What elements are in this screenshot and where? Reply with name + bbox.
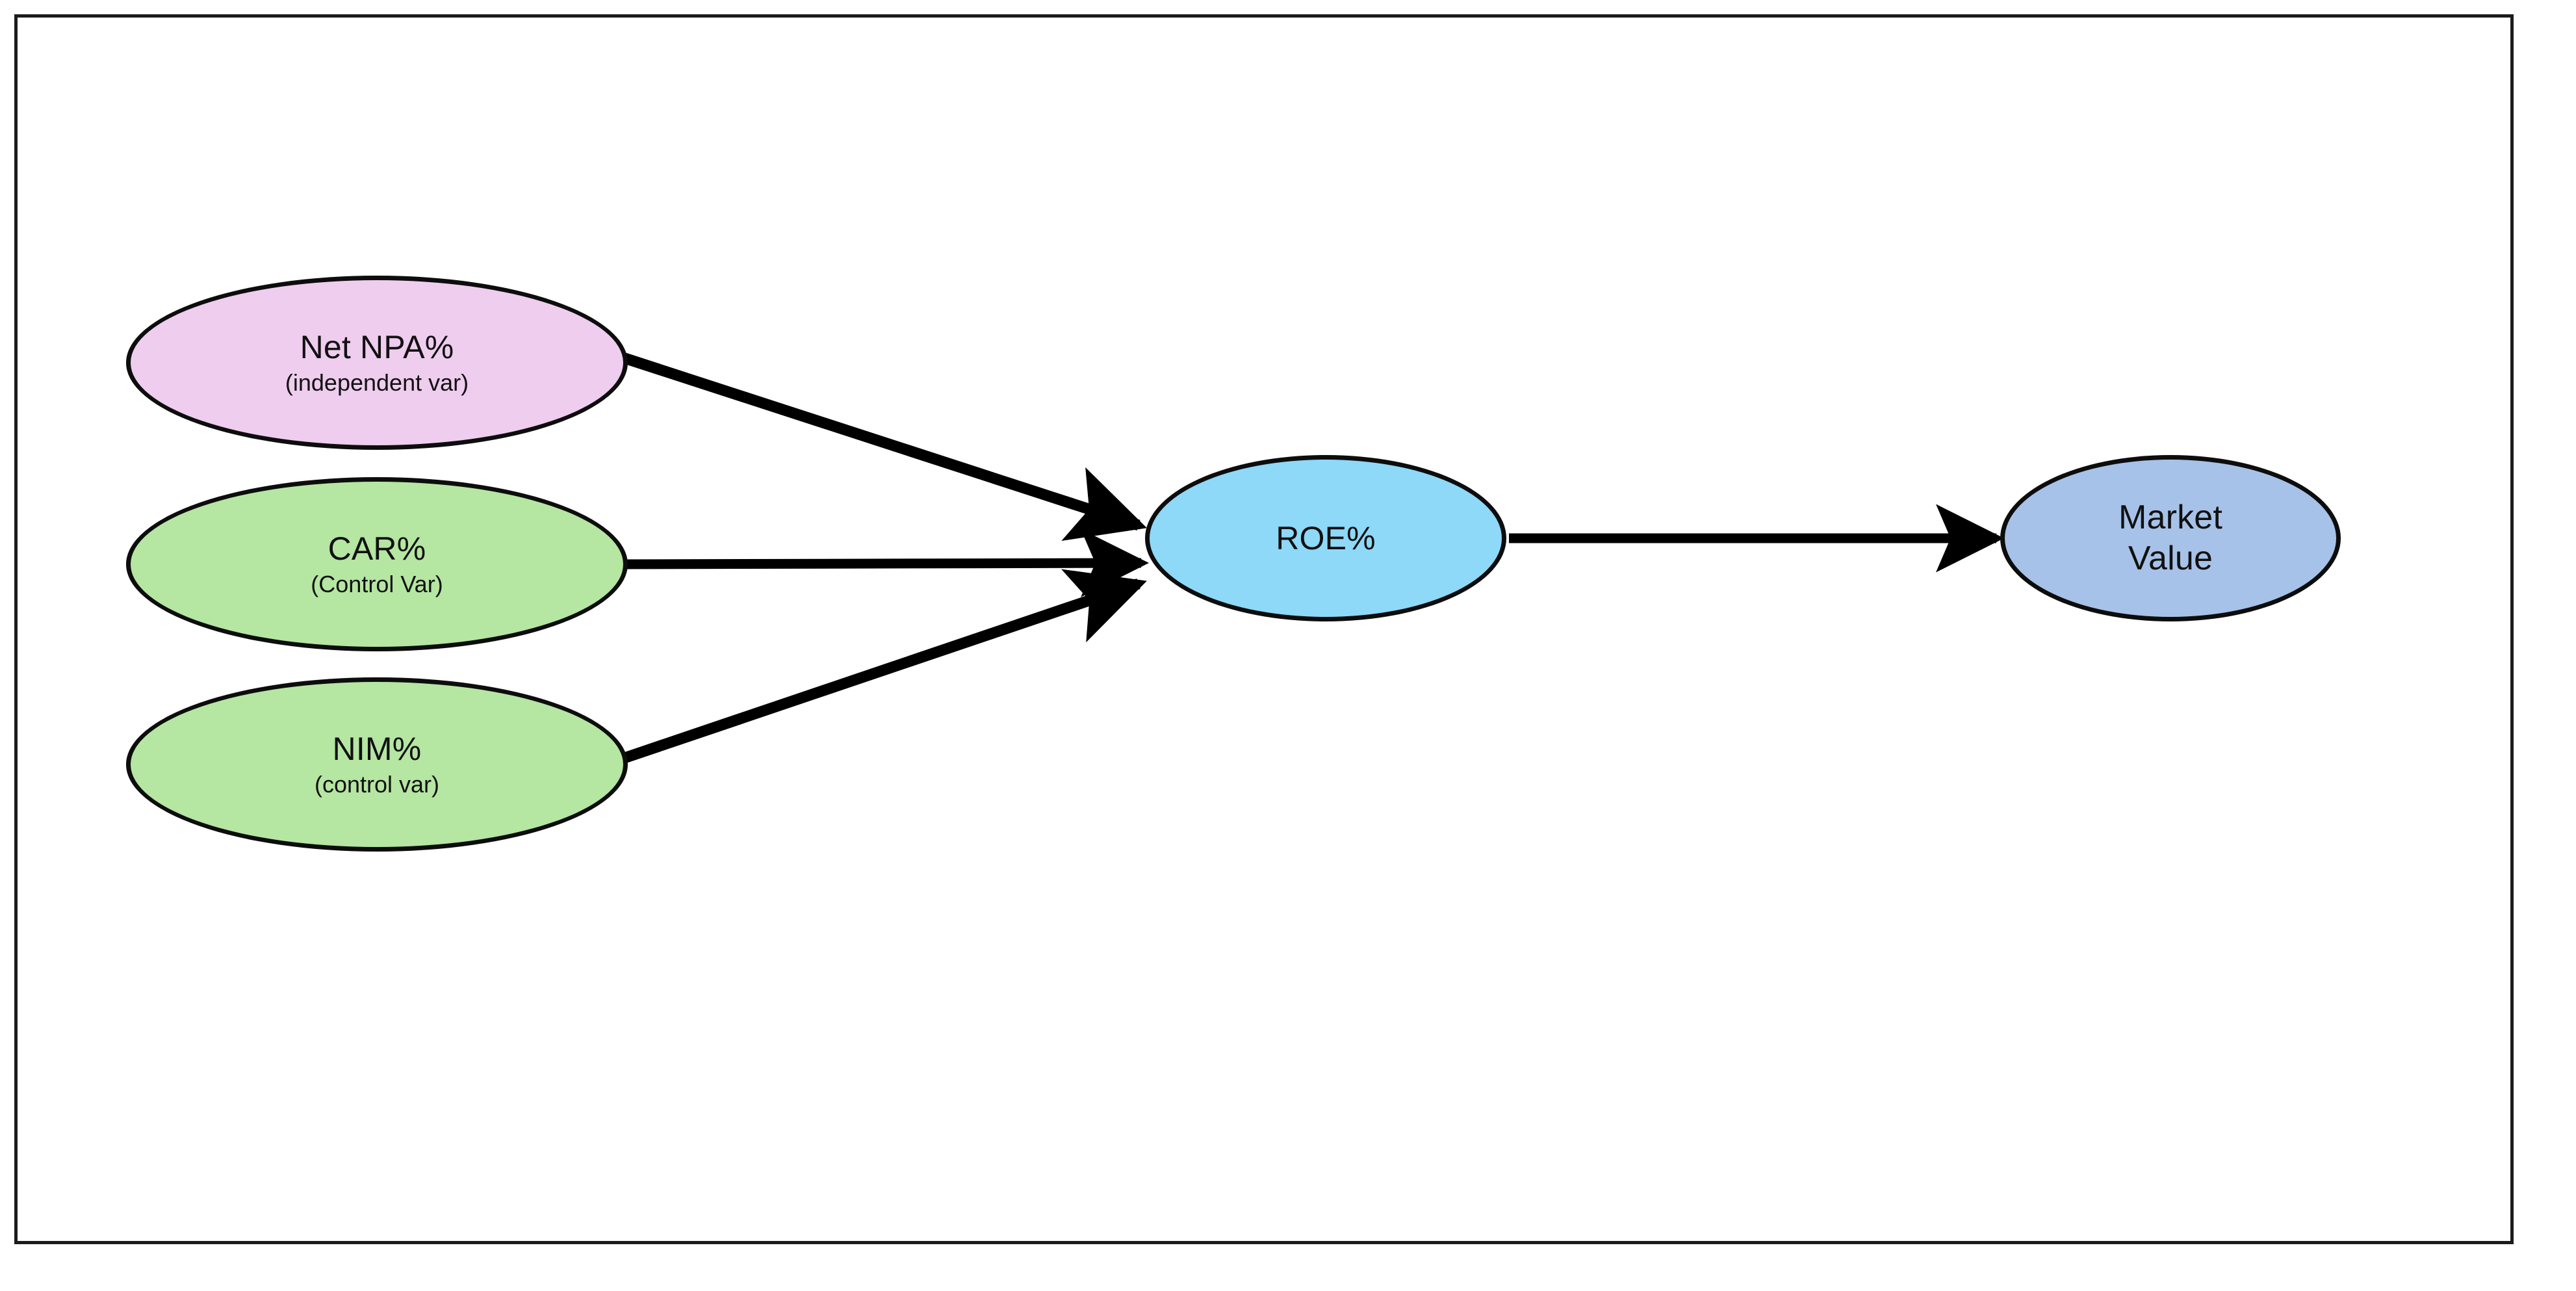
node-roe[interactable]: ROE% xyxy=(1145,455,1506,621)
node-net-npa[interactable]: Net NPA% (independent var) xyxy=(126,276,628,450)
edge-nim-to-roe xyxy=(619,569,1147,765)
edge-car-to-roe xyxy=(625,528,1149,597)
edge-netnpa-to-roe xyxy=(617,350,1147,541)
node-market-value[interactable]: Market Value xyxy=(2000,455,2341,621)
node-nim[interactable]: NIM% (control var) xyxy=(126,677,628,852)
node-net-npa-title: Net NPA% xyxy=(300,328,454,365)
node-nim-subtitle: (control var) xyxy=(314,770,440,798)
node-car[interactable]: CAR% (Control Var) xyxy=(126,477,628,651)
node-car-subtitle: (Control Var) xyxy=(311,570,443,597)
node-roe-title: ROE% xyxy=(1276,519,1376,556)
node-nim-title: NIM% xyxy=(332,730,422,767)
node-net-npa-subtitle: (independent var) xyxy=(285,369,469,396)
node-car-title: CAR% xyxy=(328,530,426,567)
node-market-value-title: Market Value xyxy=(2118,498,2223,577)
